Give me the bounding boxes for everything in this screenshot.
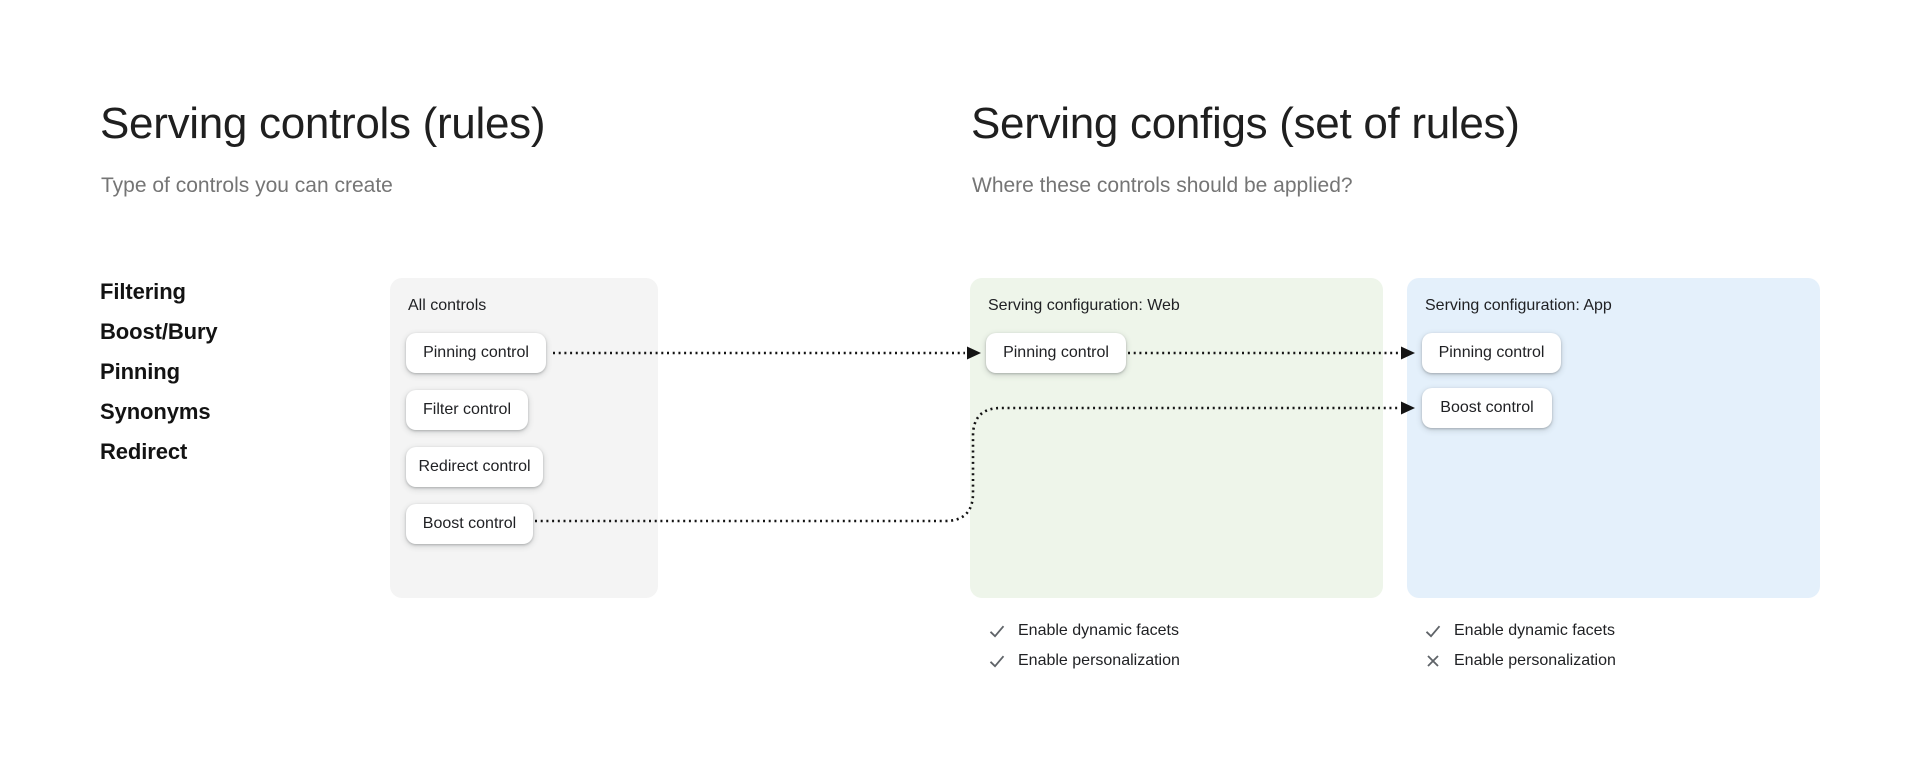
boost-control-node: Boost control [406,504,533,544]
pinning-control-node: Pinning control [406,333,546,373]
app-pinning-control-node: Pinning control [1422,333,1561,373]
app-feature-dynamic-facets: Enable dynamic facets [1424,620,1616,642]
web-pinning-control-node: Pinning control [986,333,1126,373]
check-icon [989,625,1005,638]
serving-controls-title: Serving controls (rules) [100,99,546,148]
all-controls-card: All controls Pinning control Filter cont… [390,278,658,598]
serving-configs-title: Serving configs (set of rules) [971,99,1520,148]
x-icon [1427,655,1439,667]
serving-config-web-label: Serving configuration: Web [988,297,1180,314]
check-icon [989,655,1005,668]
check-icon [1425,625,1441,638]
app-boost-control-node: Boost control [1422,388,1552,428]
control-type-synonyms: Synonyms [100,399,211,424]
web-feature-dynamic-facets: Enable dynamic facets [988,620,1180,642]
control-type-pinning: Pinning [100,359,180,384]
serving-configs-subtitle: Where these controls should be applied? [972,174,1353,197]
redirect-control-node: Redirect control [406,447,543,487]
serving-config-web-card: Serving configuration: Web Pinning contr… [970,278,1383,598]
feature-label: Enable personalization [1018,652,1180,669]
filter-control-node: Filter control [406,390,528,430]
control-type-redirect: Redirect [100,439,188,464]
app-feature-personalization: Enable personalization [1424,650,1616,672]
control-type-filtering: Filtering [100,279,186,304]
control-types-list: Filtering Boost/Bury Pinning Synonyms Re… [100,272,218,472]
feature-label: Enable personalization [1454,652,1616,669]
web-config-features: Enable dynamic facets Enable personaliza… [988,620,1180,680]
serving-config-app-card: Serving configuration: App Pinning contr… [1407,278,1820,598]
control-type-boost-bury: Boost/Bury [100,319,218,344]
web-feature-personalization: Enable personalization [988,650,1180,672]
app-config-features: Enable dynamic facets Enable personaliza… [1424,620,1616,680]
feature-label: Enable dynamic facets [1454,622,1615,639]
all-controls-card-label: All controls [408,297,487,314]
serving-controls-subtitle: Type of controls you can create [101,174,393,197]
feature-label: Enable dynamic facets [1018,622,1179,639]
serving-config-app-label: Serving configuration: App [1425,297,1612,314]
